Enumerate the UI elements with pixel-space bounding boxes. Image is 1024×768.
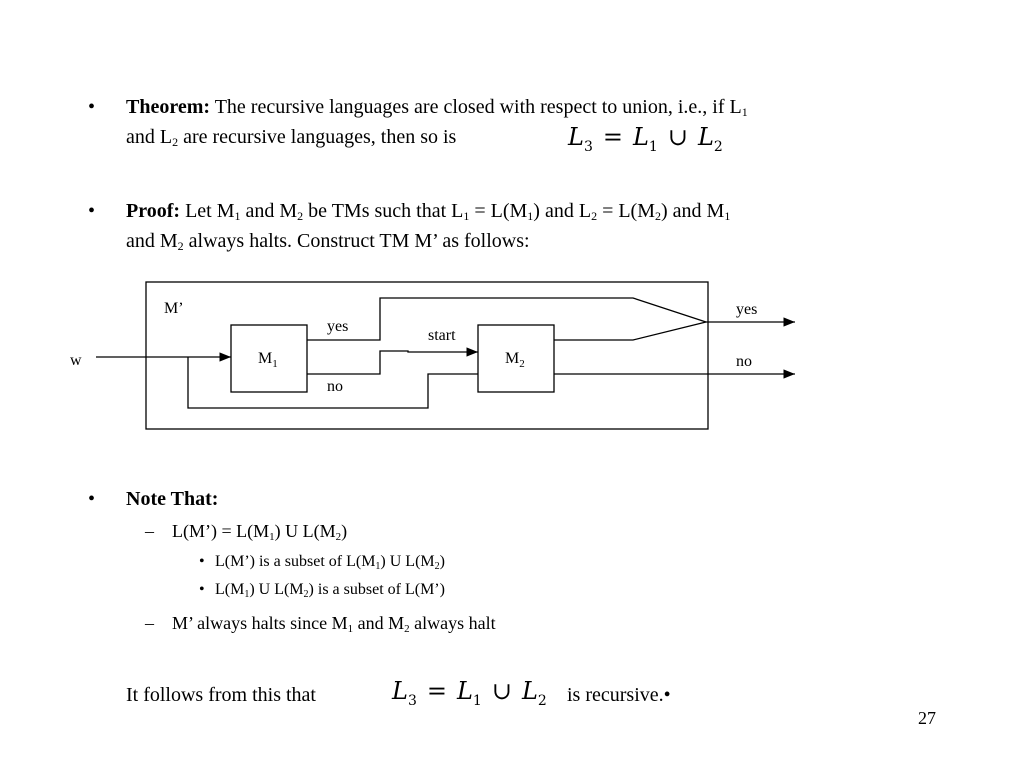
theorem-line2a: and L bbox=[126, 126, 173, 148]
input-bypass-line bbox=[187, 357, 478, 409]
note-subitem-2: L(M1) U L(M2) is a subset of L(M’) bbox=[215, 581, 445, 600]
yes-output-label: yes bbox=[736, 301, 757, 318]
note-heading: Note That: bbox=[126, 488, 219, 510]
note-item-1: L(M’) = L(M1) U L(M2) bbox=[172, 521, 348, 543]
start-label: start bbox=[428, 327, 456, 344]
dash-1: – bbox=[145, 521, 154, 541]
theorem-label: Theorem: bbox=[126, 96, 211, 118]
theorem-line2b: are recursive languages, then so is bbox=[178, 126, 457, 148]
union-formula-theorem: L3=L1∪L2 bbox=[568, 123, 723, 155]
theorem-line1: The recursive languages are closed with … bbox=[214, 96, 742, 118]
bullet-theorem: • bbox=[88, 96, 96, 118]
m2-label: M2 bbox=[505, 350, 525, 370]
bullet-proof: • bbox=[88, 200, 96, 222]
note-item-2: M’ always halts since M1 and M2 always h… bbox=[172, 613, 496, 635]
dash-2: – bbox=[145, 613, 154, 633]
theorem-paragraph: Theorem: The recursive languages are clo… bbox=[126, 96, 748, 149]
page-number: 27 bbox=[918, 708, 936, 728]
input-label: w bbox=[70, 352, 82, 369]
no-output-label: no bbox=[736, 353, 752, 370]
conclusion-text: It follows from this that bbox=[126, 684, 316, 706]
proof-paragraph: Proof: Let M1 and M2 be TMs such that L1… bbox=[126, 200, 731, 253]
no-inner-label: no bbox=[327, 378, 343, 395]
m1-box bbox=[230, 324, 308, 393]
bullet-sub-1: • bbox=[199, 553, 205, 570]
m2-box bbox=[477, 324, 555, 393]
union-formula-conclusion: L3=L1∪L2 bbox=[392, 677, 547, 709]
conclusion-tail: is recursive.• bbox=[567, 684, 671, 706]
bullet-note: • bbox=[88, 488, 96, 510]
bullet-sub-2: • bbox=[199, 581, 205, 598]
m2-yes-line bbox=[554, 321, 707, 341]
machine-label: M’ bbox=[164, 300, 184, 317]
proof-label: Proof: bbox=[126, 200, 181, 222]
m1-yes-line bbox=[307, 297, 707, 341]
machine-m-prime-box bbox=[145, 281, 709, 430]
m1-no-line bbox=[307, 347, 478, 375]
yes-inner-label: yes bbox=[327, 318, 348, 335]
note-subitem-1: L(M’) is a subset of L(M1) U L(M2) bbox=[215, 553, 445, 572]
m1-label: M1 bbox=[258, 350, 278, 370]
